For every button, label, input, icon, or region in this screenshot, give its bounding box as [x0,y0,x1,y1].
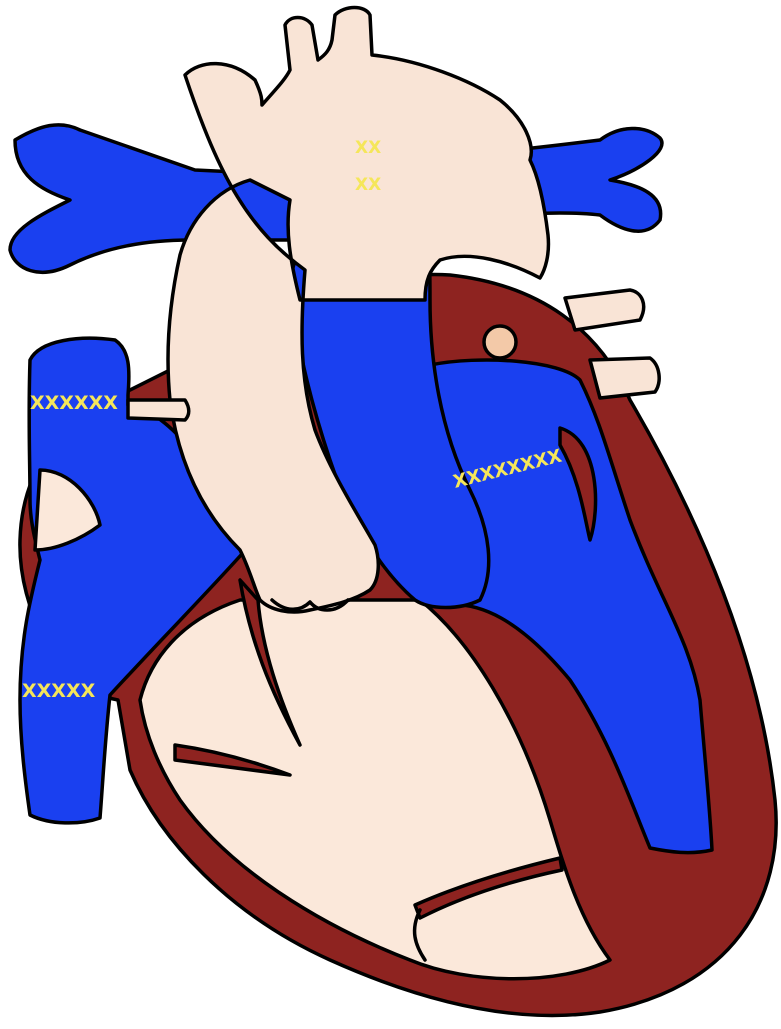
suture-svc-top: XX [355,138,381,158]
pulmonary-vein-lower [590,358,659,398]
pulmonary-vein-upper [565,290,644,330]
suture-svc-bottom: XX [355,175,381,195]
suture-pa-branch: XXXXXX [30,392,118,414]
left-pulmonary-pale [128,400,189,420]
suture-ivc: XXXXX [22,680,96,702]
pulmonary-vein-ostium [484,326,516,358]
